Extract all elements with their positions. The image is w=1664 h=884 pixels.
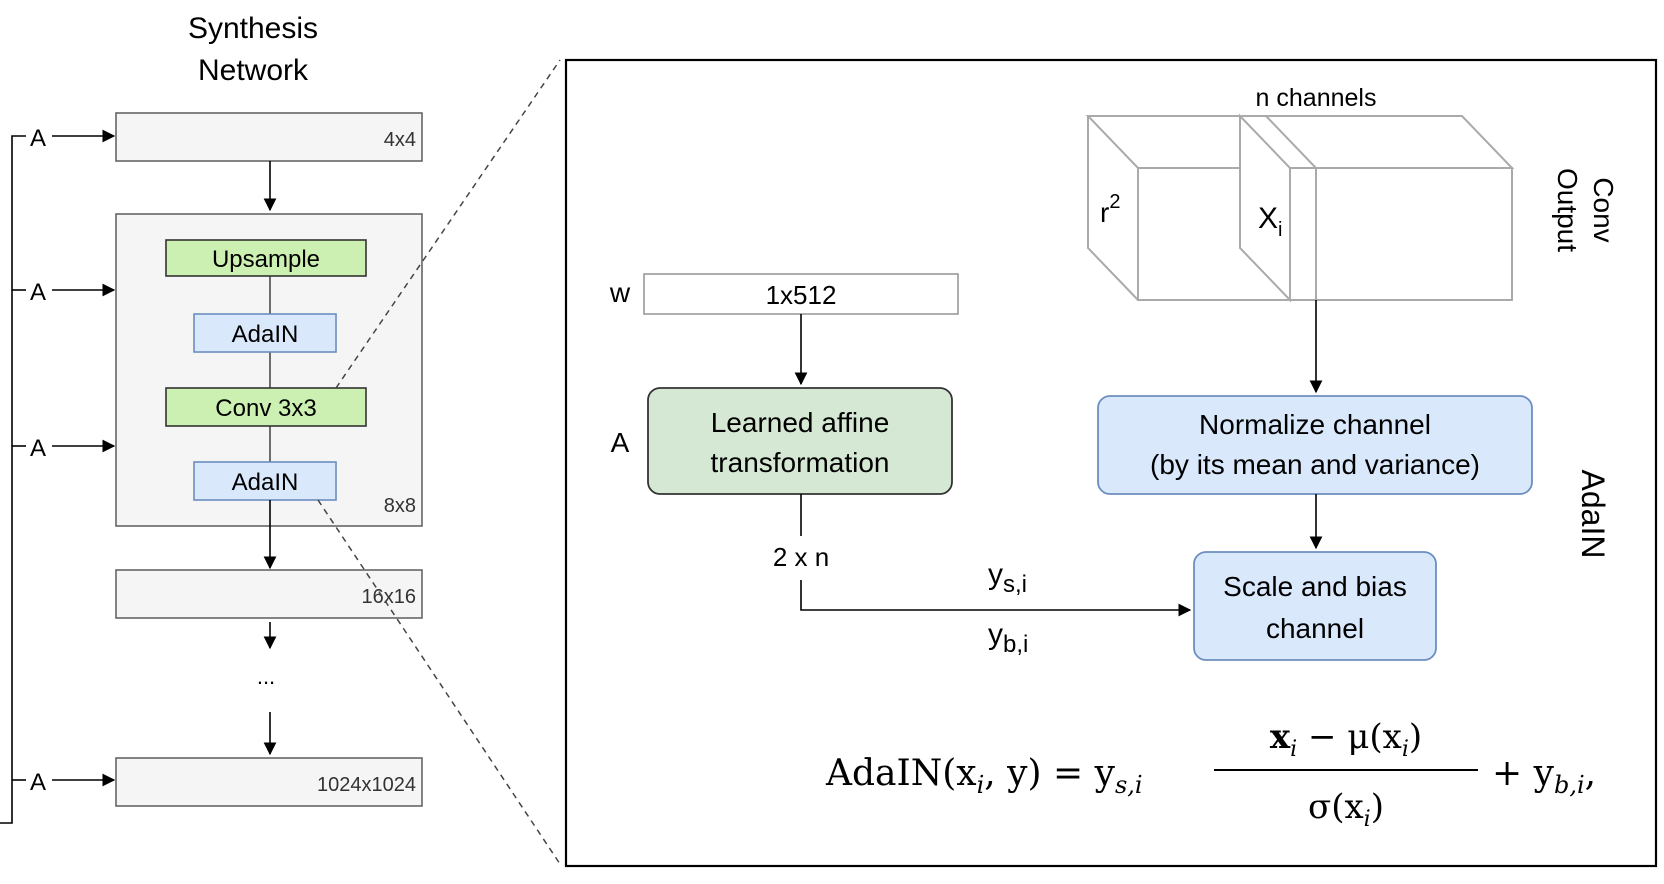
adain-formula: AdaIN(xi, y) = ys,i xi − μ(xi) σ(xi) + y… [825,717,1596,832]
two-n-label: 2 x n [773,542,829,572]
adain-layer-2 [193,461,337,501]
conv-output-label-1: Conv [1588,177,1619,242]
normalize-line2: (by its mean and variance) [1150,449,1480,480]
scale-line2: channel [1266,613,1364,644]
affine-a-label: A [611,427,630,458]
a-label-1024: A [30,769,46,796]
n-channels-label: n channels [1256,84,1377,112]
block-1024-label: 1024x1024 [317,774,416,796]
affine-line1: Learned affine [711,407,890,438]
affine-line2: transformation [711,447,890,478]
adain-label-2: AdaIN [232,469,299,496]
formula-numerator: xi − μ(xi) [1270,717,1422,762]
normalize-box [1097,395,1533,495]
ellipsis: ... [257,664,275,689]
block-4x4 [115,112,423,162]
adain-layer-1 [193,313,337,353]
conv-label: Conv 3x3 [215,395,316,422]
learned-affine-box [647,387,953,495]
a-label-conv: A [30,435,46,462]
block-8x8-label: 8x8 [384,495,416,517]
zoom-line-top [335,59,561,389]
scale-bias-box [1193,551,1437,661]
adain-label-1: AdaIN [232,321,299,348]
affine-to-scale-arrow [800,580,1192,617]
conv-layer [165,387,367,427]
block-16x16-label: 16x16 [362,586,417,608]
upsample-label: Upsample [212,246,320,273]
w-vector [643,273,959,315]
a-label-4x4: A [30,125,46,152]
zoom-line-bottom [317,499,561,865]
r2-label: r2 [1100,191,1120,228]
upsample-layer [165,239,367,277]
conv-output-label-2: Output [1552,168,1583,252]
block-1024x1024 [115,757,423,807]
formula-denominator: σ(xi) [1308,787,1384,832]
block-16x16 [115,569,423,619]
synthesis-title-line2: Network [198,54,309,87]
style-bus-line [0,135,26,824]
block-4x4-label: 4x4 [384,129,416,151]
ys-label: ys,i [988,558,1027,598]
scale-line1: Scale and bias [1223,571,1407,602]
formula-lhs: AdaIN(xi, y) = ys,i [825,753,1143,799]
w-label: w [609,277,631,308]
w-dim-label: 1x512 [766,280,837,310]
formula-rhs: + yb,i, [1492,753,1596,799]
adain-side-label: AdaIN [1575,470,1611,559]
a-label-upsample: A [30,279,46,306]
yb-label: yb,i [988,618,1028,658]
normalize-line1: Normalize channel [1199,409,1431,440]
xi-label: Xi [1258,202,1282,241]
synthesis-title-line1: Synthesis [188,12,318,45]
conv-output-cube [1085,113,1515,303]
